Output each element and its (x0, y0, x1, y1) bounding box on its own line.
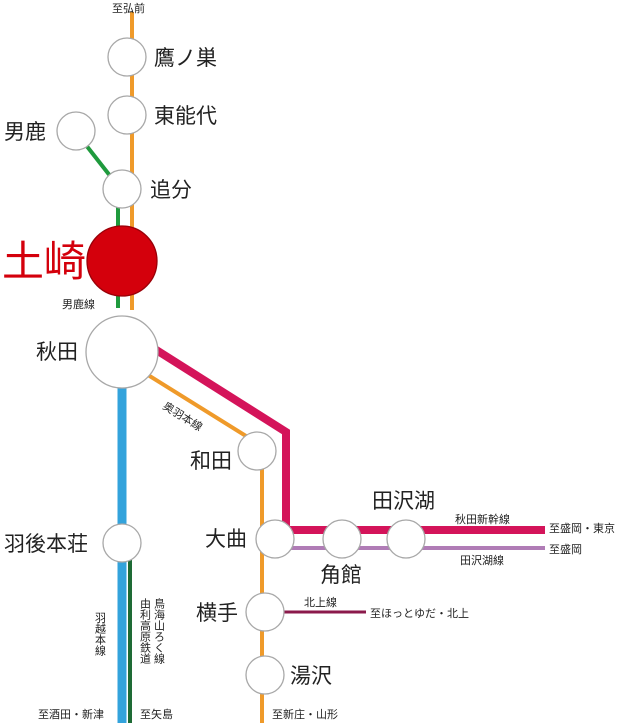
station-label-tazawako: 田沢湖 (372, 489, 435, 513)
direction-label-morioka-tokyo: 至盛岡・東京 (549, 521, 615, 535)
line-label-ou-main: 奥羽本線 (160, 399, 205, 434)
line-label-oga: 男鹿線 (62, 297, 95, 311)
station-node-honjo (102, 523, 142, 563)
station-node-yuzawa (245, 655, 285, 695)
station-label-akita: 秋田 (36, 340, 78, 364)
direction-label-morioka: 至盛岡 (549, 542, 582, 556)
station-node-omagari (255, 519, 295, 559)
station-node-oga (56, 111, 96, 151)
station-label-takanosu: 鷹ノ巣 (154, 46, 217, 70)
station-node-oiwake (102, 169, 142, 209)
station-label-omagari: 大曲 (205, 527, 247, 551)
station-label-yokote: 横手 (196, 601, 238, 625)
station-label-oiwake: 追分 (150, 178, 192, 202)
station-node-tsuchizaki (86, 225, 158, 297)
station-node-tazawako (386, 519, 426, 559)
direction-label-yashima: 至矢島 (140, 707, 173, 721)
station-label-honjo: 羽後本荘 (4, 532, 88, 556)
direction-label-hirosaki: 至弘前 (112, 1, 145, 15)
direction-label-sakata-niitsu: 至酒田・新津 (38, 707, 104, 721)
station-node-akita (85, 315, 159, 389)
line-label-tazawako: 田沢湖線 (460, 553, 504, 567)
station-label-tsuchizaki: 土崎 (2, 237, 86, 286)
station-label-oga: 男鹿 (4, 120, 46, 144)
station-node-kakunodate (322, 519, 362, 559)
station-node-yokote (245, 592, 285, 632)
direction-label-shinjo-yamagata: 至新庄・山形 (272, 707, 338, 721)
station-node-higashinoshiro (107, 95, 147, 135)
direction-label-hottoyuda-kitakami: 至ほっとゆだ・北上 (370, 607, 469, 620)
station-label-wada: 和田 (190, 449, 232, 473)
line-label-akita-shinkansen: 秋田新幹線 (455, 512, 510, 526)
station-label-higashinoshiro: 東能代 (154, 104, 217, 128)
line-label-kitakami: 北上線 (304, 595, 337, 609)
akita-shinkansen-line (147, 342, 545, 534)
station-node-takanosu (107, 37, 147, 77)
station-label-kakunodate: 角館 (320, 563, 362, 587)
line-label-chokai-sanroku: 鳥海山ろく線 (153, 597, 166, 664)
line-label-uetsu: 羽越本線 (94, 612, 107, 656)
station-label-yuzawa: 湯沢 (290, 664, 332, 688)
line-label-yuri-kogen: 由利高原鉄道 (139, 597, 152, 664)
station-node-wada (237, 431, 277, 471)
